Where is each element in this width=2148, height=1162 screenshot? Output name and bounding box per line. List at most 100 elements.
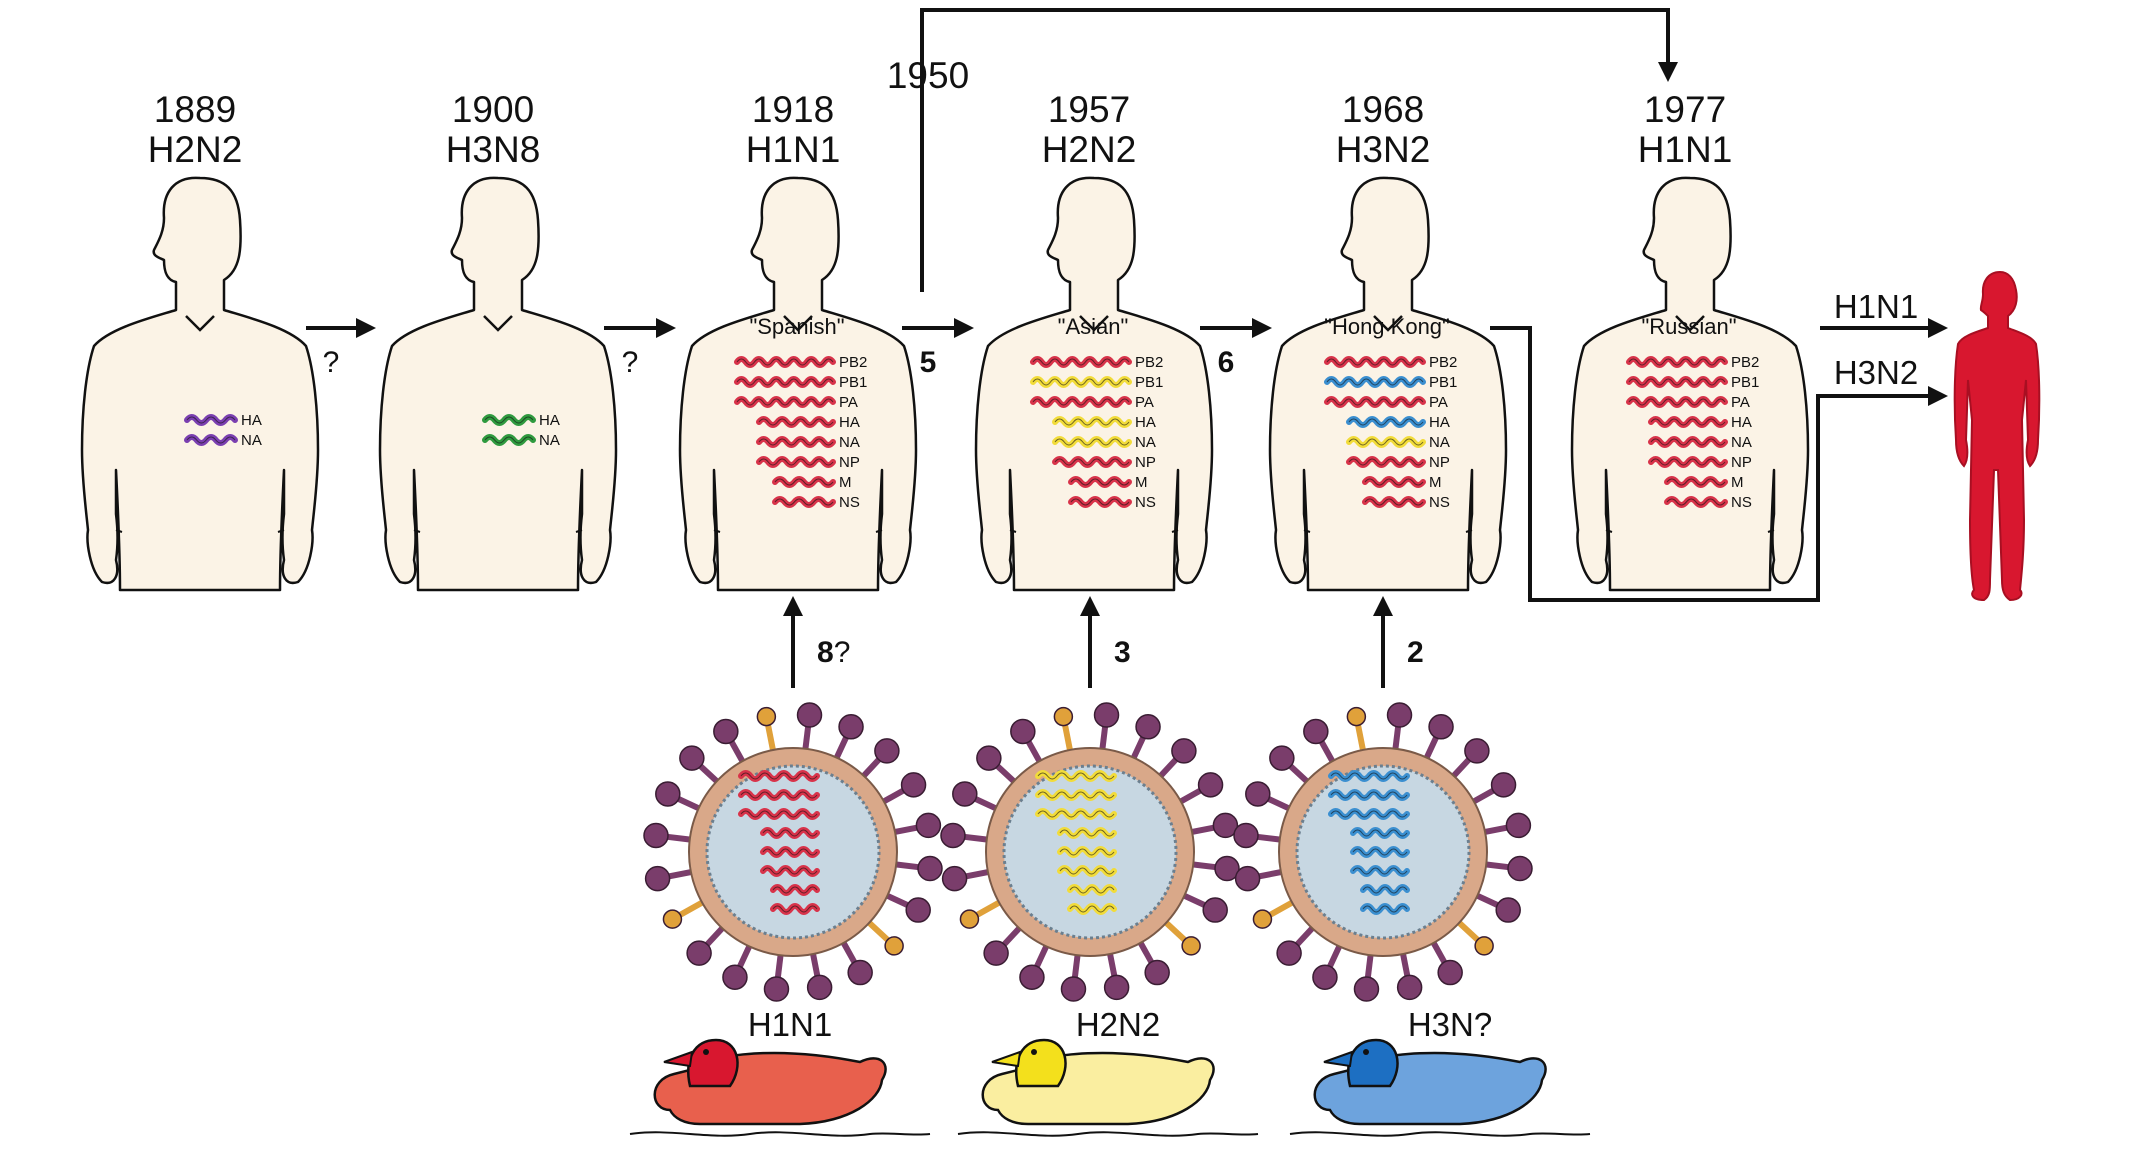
spike-head — [1490, 772, 1517, 798]
duck-subtype-label: H3N? — [1408, 1006, 1492, 1043]
spike-head — [1269, 745, 1295, 771]
gene-label: PB2 — [1731, 354, 1759, 371]
spike-head — [905, 897, 931, 923]
gene-segment-pb1-outline — [1628, 378, 1726, 386]
loop-arrow-1950: 1950 — [887, 8, 1678, 292]
gene-label: NP — [1731, 454, 1752, 471]
spike-head — [1010, 718, 1036, 745]
gene-label: NS — [839, 494, 860, 511]
transition-label: 6 — [1218, 346, 1235, 379]
gene-label: M — [1731, 474, 1744, 491]
duck-bill — [1323, 1050, 1354, 1068]
gene-label: HA — [241, 412, 262, 429]
gene-segment-np-outline — [1348, 458, 1424, 466]
person-year: 1977 — [1644, 89, 1726, 130]
spike-head — [1474, 936, 1494, 956]
gene-segment-ha-outline — [484, 416, 534, 424]
duck-eye — [703, 1049, 709, 1055]
virus-gene-segment-outline — [1362, 905, 1408, 913]
water-line — [1289, 1131, 1591, 1137]
reassortment-count: 8 — [817, 636, 834, 669]
spike-head — [1233, 822, 1259, 849]
gene-label: PA — [1731, 394, 1750, 411]
gene-label: PB2 — [1135, 354, 1163, 371]
gene-segment-np-outline — [758, 458, 834, 466]
gene-label: PA — [1429, 394, 1448, 411]
spike-head — [1214, 855, 1240, 882]
person-year: 1918 — [752, 89, 834, 130]
neuraminidase-spike — [1161, 917, 1189, 945]
gene-segment-pa-outline — [1326, 398, 1424, 406]
person-year: 1889 — [154, 89, 236, 130]
person-subtype: H3N2 — [1336, 129, 1431, 170]
spike-head — [847, 959, 873, 986]
gene-label: HA — [1429, 414, 1450, 431]
spike-head — [1303, 718, 1329, 745]
gene-segment-ns-outline — [1070, 498, 1130, 506]
gene-label: M — [1429, 474, 1442, 491]
gene-label: NS — [1731, 494, 1752, 511]
water-line — [629, 1131, 931, 1137]
reassortment-uncertain: ? — [834, 636, 851, 669]
virus-particle-2 — [1233, 702, 1533, 1002]
gene-label: NS — [1429, 494, 1450, 511]
gene-label: NA — [539, 432, 560, 449]
spike-head — [1053, 706, 1074, 727]
gene-segment-ha-outline — [1348, 418, 1424, 426]
spike-head — [1197, 772, 1224, 798]
duck-head — [687, 1038, 739, 1088]
virus-gene-segment-outline — [740, 810, 818, 818]
duck-head — [1015, 1038, 1067, 1088]
gene-segment-ns-outline — [1666, 498, 1726, 506]
neuraminidase-spike — [1266, 898, 1298, 919]
virus-gene-segment-outline — [1059, 848, 1115, 856]
spike-head — [796, 702, 823, 728]
gene-segment-na-outline — [1348, 438, 1424, 446]
person-nickname: "Asian" — [1058, 314, 1129, 339]
gene-segment-ha-outline — [758, 418, 834, 426]
reassortment-arrow-2: 2 — [1373, 596, 1424, 688]
gene-segment-m-outline — [1666, 478, 1726, 486]
virus-gene-segment-outline — [762, 867, 818, 875]
neuraminidase-spike — [1454, 917, 1482, 945]
gene-segment-na-outline — [186, 436, 236, 444]
gene-segment-ns-outline — [774, 498, 834, 506]
person-nickname: "Spanish" — [749, 314, 844, 339]
gene-segment-pb1-outline — [1032, 378, 1130, 386]
current-strain-arrows: H1N1 H3N2 — [1490, 288, 1948, 602]
spike-head — [1507, 855, 1533, 882]
gene-segment-m-outline — [1070, 478, 1130, 486]
spike-head — [1135, 714, 1161, 740]
gene-label: NA — [1429, 434, 1450, 451]
spike-head — [655, 781, 681, 807]
duck-bill — [663, 1050, 694, 1068]
gene-segment-na-outline — [758, 438, 834, 446]
gene-label: HA — [539, 412, 560, 429]
duck-bill — [991, 1050, 1022, 1068]
gene-segment-ha-outline — [1650, 418, 1726, 426]
spike-head — [1212, 812, 1239, 839]
spike-head — [983, 940, 1009, 966]
virus-gene-segment-outline — [1352, 867, 1408, 875]
reassortment-number: 8? — [817, 636, 850, 669]
person-year: 1957 — [1048, 89, 1130, 130]
spike-head — [756, 706, 777, 727]
person-nickname: "Russian" — [1641, 314, 1736, 339]
gene-label: PB2 — [839, 354, 867, 371]
transition-arrow-3: 6 — [1200, 318, 1272, 379]
transition-label: ? — [622, 346, 639, 379]
spike-head — [679, 745, 705, 771]
spike-head — [952, 781, 978, 807]
neuraminidase-spike — [676, 898, 708, 919]
virus-gene-segment-outline — [1352, 848, 1408, 856]
person-year: 1900 — [452, 89, 534, 130]
spike-head — [838, 714, 864, 740]
virus-gene-segment-outline — [1059, 867, 1115, 875]
water-line — [957, 1131, 1259, 1137]
virus-gene-segment-outline — [1330, 810, 1408, 818]
spike-head — [1428, 714, 1454, 740]
spike-head — [976, 745, 1002, 771]
